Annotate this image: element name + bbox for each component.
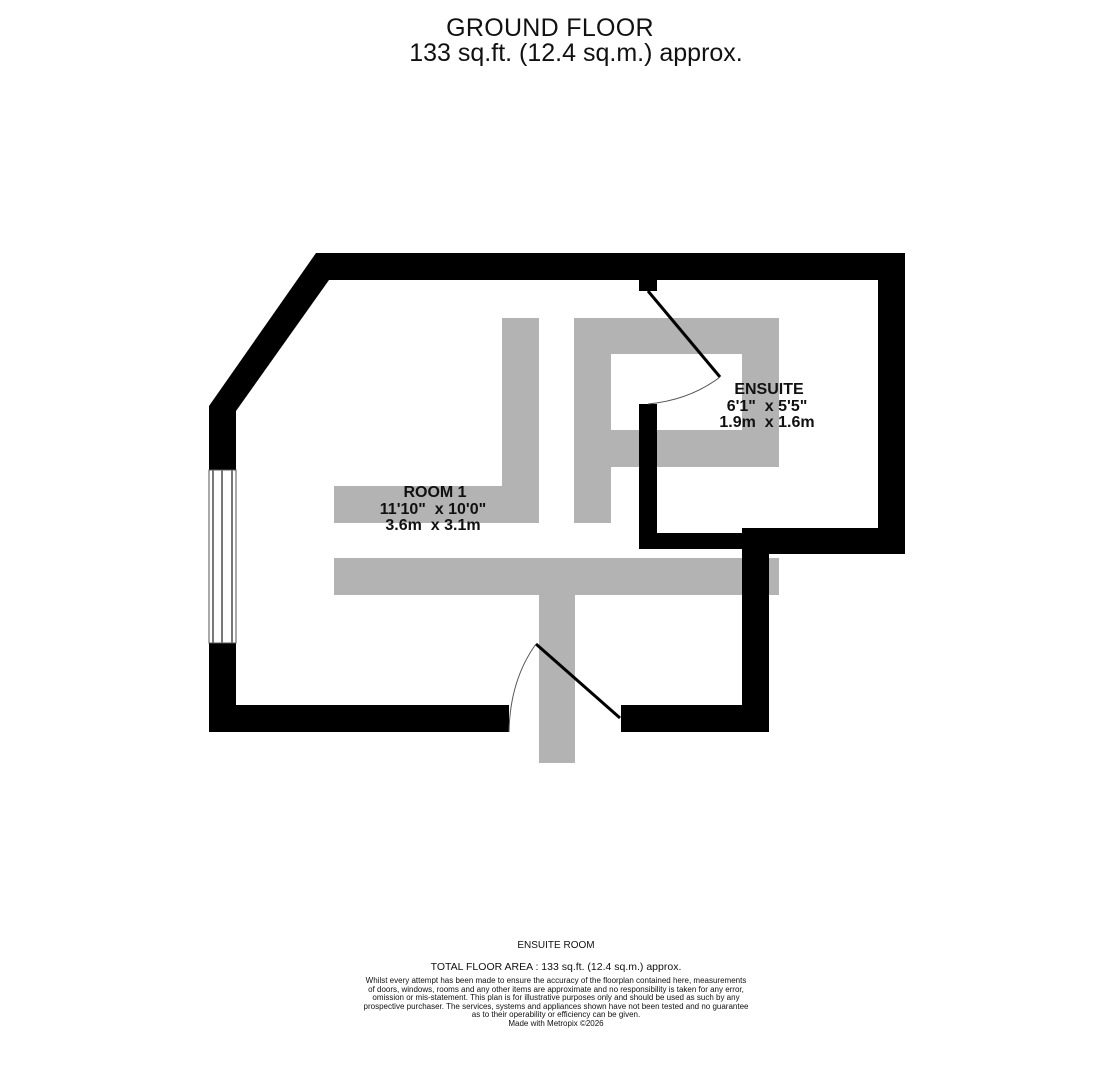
total-floor-area: TOTAL FLOOR AREA : 133 sq.ft. (12.4 sq.m… bbox=[430, 961, 682, 973]
ensuite-metric: 1.9m x 1.6m bbox=[719, 414, 814, 431]
ensuite-label: ENSUITE 6'1" x 5'5" 1.9m x 1.6m bbox=[719, 381, 814, 431]
room-1-metric: 3.6m x 3.1m bbox=[385, 517, 480, 534]
ensuite-name: ENSUITE bbox=[734, 381, 804, 398]
disclaimer-line: Whilst every attempt has been made to en… bbox=[365, 976, 747, 985]
disclaimer-line: as to their operability or efficiency ca… bbox=[471, 1010, 641, 1020]
room-1-name: ROOM 1 bbox=[403, 484, 466, 501]
disclaimer: Whilst every attempt has been made to en… bbox=[0, 976, 1112, 1020]
plan-caption: ENSUITE ROOM bbox=[517, 940, 595, 951]
room-1-imperial: 11'10" x 10'0" bbox=[380, 501, 486, 518]
ensuite-imperial: 6'1" x 5'5" bbox=[727, 398, 808, 415]
disclaimer-line: of doors, windows, rooms and any other i… bbox=[368, 984, 744, 994]
room-1-label: ROOM 1 11'10" x 10'0" 3.6m x 3.1m bbox=[380, 484, 486, 534]
entrance-door bbox=[508, 642, 621, 733]
floor-title: GROUND FLOOR bbox=[446, 14, 654, 42]
window bbox=[208, 469, 237, 644]
disclaimer-line: omission or mis-statement. This plan is … bbox=[372, 993, 740, 1003]
metropix-watermark bbox=[334, 318, 779, 763]
credit: Made with Metropix ©2026 bbox=[508, 1019, 604, 1028]
floor-area-heading: 133 sq.ft. (12.4 sq.m.) approx. bbox=[409, 39, 743, 67]
walls bbox=[209, 253, 905, 732]
ensuite-door bbox=[646, 290, 722, 405]
disclaimer-line: prospective purchaser. The services, sys… bbox=[363, 1001, 749, 1011]
